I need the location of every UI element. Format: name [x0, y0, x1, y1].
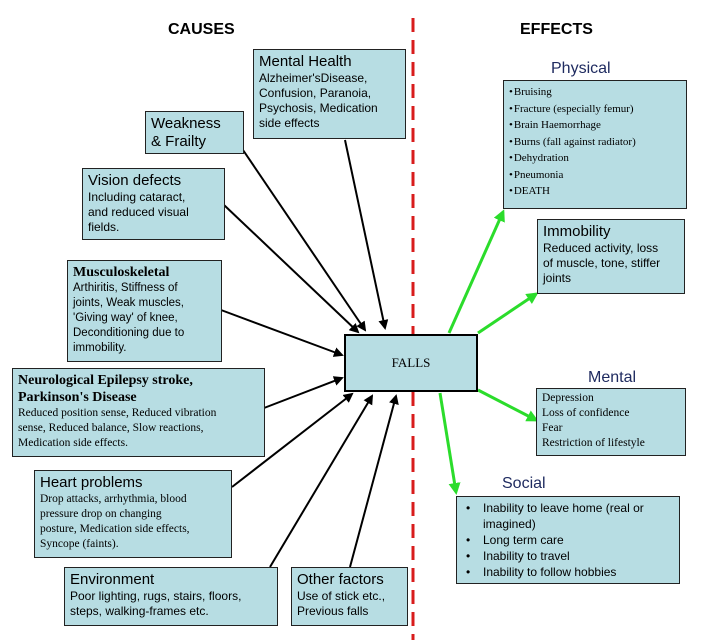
effect-social: Inability to leave home (real or imagine…: [456, 496, 680, 584]
cause-title: Heart problems: [40, 474, 143, 491]
cause-line: Including cataract,: [88, 190, 186, 204]
arrow-mental: [477, 388, 539, 422]
cause-line: fields.: [88, 220, 120, 234]
effect-arrows: [438, 209, 539, 495]
arrow-heart: [231, 392, 354, 488]
falls-box: FALLS: [344, 334, 478, 392]
cause-title: Neurological Epilepsy stroke,: [18, 373, 193, 388]
cause-title: Parkinson's Disease: [18, 390, 137, 405]
effect-line: of muscle, tone, stiffer: [543, 256, 661, 270]
cause-title: Mental Health: [259, 53, 352, 70]
cause-mental-health: Mental Health Alzheimer'sDisease, Confus…: [253, 49, 406, 139]
effect-label-mental: Mental: [588, 369, 637, 386]
effect-item: Fracture (especially femur): [509, 101, 681, 118]
cause-line: Medication side effects.: [18, 437, 128, 449]
cause-line: Confusion, Paranoia,: [259, 86, 372, 100]
cause-title: Vision defects: [88, 172, 182, 189]
arrow-neurological: [263, 376, 344, 409]
cause-neurological: Neurological Epilepsy stroke, Parkinson'…: [12, 368, 265, 457]
cause-title: Other factors: [297, 571, 384, 588]
cause-line: Syncope (faints).: [40, 538, 119, 550]
effect-item: Restriction of lifestyle: [542, 437, 645, 449]
arrow-other: [349, 394, 399, 568]
cause-line: posture, Medication side effects,: [40, 523, 190, 535]
cause-line: joints, Weak muscles,: [73, 297, 184, 309]
cause-vision: Vision defects Including cataract, and r…: [82, 168, 225, 240]
cause-line: sense, Reduced balance, Slow reactions,: [18, 422, 204, 434]
cause-line: pressure drop on changing: [40, 508, 162, 520]
cause-title: Environment: [70, 571, 155, 588]
arrow-social: [438, 392, 461, 495]
arrow-mental-health: [344, 139, 389, 330]
effect-physical: Bruising Fracture (especially femur) Bra…: [503, 80, 687, 209]
cause-weakness: Weakness & Frailty: [145, 111, 244, 154]
cause-line: steps, walking-frames etc.: [70, 604, 209, 618]
cause-other: Other factors Use of stick etc., Previou…: [291, 567, 408, 626]
cause-title: & Frailty: [151, 133, 207, 150]
cause-line: Poor lighting, rugs, stairs, floors,: [70, 589, 242, 603]
cause-environment: Environment Poor lighting, rugs, stairs,…: [64, 567, 278, 626]
effect-item: Depression: [542, 392, 594, 404]
cause-line: Previous falls: [297, 604, 369, 618]
effect-line: joints: [543, 271, 572, 285]
effect-item: Pneumonia: [509, 167, 681, 184]
cause-line: Alzheimer'sDisease,: [259, 71, 368, 85]
cause-line: Psychosis, Medication: [259, 101, 378, 115]
arrow-immobility: [477, 292, 539, 335]
effect-item: Loss of confidence: [542, 407, 630, 419]
cause-line: Use of stick etc.,: [297, 589, 386, 603]
cause-line: Deconditioning due to: [73, 327, 185, 339]
effect-item: Fear: [542, 422, 563, 434]
cause-line: Drop attacks, arrhythmia, blood: [40, 493, 187, 505]
effect-item: DEATH: [509, 183, 681, 200]
effect-mental: Depression Loss of confidence Fear Restr…: [536, 388, 686, 456]
effect-item: Bruising: [509, 84, 681, 101]
effect-label-physical: Physical: [551, 60, 611, 77]
effect-immobility: Immobility Reduced activity, loss of mus…: [537, 219, 685, 294]
cause-title: Musculoskeletal: [73, 265, 170, 280]
arrow-musculoskeletal: [220, 309, 344, 357]
cause-line: immobility.: [73, 342, 127, 354]
arrow-vision: [223, 204, 360, 334]
arrow-physical: [447, 209, 505, 334]
effect-label-social: Social: [502, 475, 546, 492]
cause-line: Reduced position sense, Reduced vibratio…: [18, 407, 217, 419]
cause-line: and reduced visual: [88, 205, 189, 219]
effect-item: Long term care: [459, 532, 677, 548]
effects-header: EFFECTS: [520, 21, 593, 38]
cause-musculoskeletal: Musculoskeletal Arthiritis, Stiffness of…: [67, 260, 222, 362]
cause-line: Arthiritis, Stiffness of: [73, 282, 178, 294]
cause-title: Weakness: [151, 115, 221, 132]
effect-title: Immobility: [543, 223, 611, 240]
effect-item: Inability to leave home (real or: [459, 500, 677, 516]
cause-line: side effects: [259, 116, 320, 130]
effect-item: Brain Haemorrhage: [509, 117, 681, 134]
effect-item: Burns (fall against radiator): [509, 134, 681, 151]
effect-item: Inability to follow hobbies: [459, 564, 677, 580]
cause-arrows: [220, 139, 399, 568]
cause-heart: Heart problems Drop attacks, arrhythmia,…: [34, 470, 232, 558]
cause-line: 'Giving way' of knee,: [73, 312, 178, 324]
causes-header: CAUSES: [168, 21, 235, 38]
arrow-environment: [269, 394, 374, 568]
effect-item: Dehydration: [509, 150, 681, 167]
effect-line: Reduced activity, loss: [543, 241, 659, 255]
effect-item: Inability to travel: [459, 548, 677, 564]
arrow-weakness: [242, 149, 367, 332]
effect-item-continuation: imagined): [483, 517, 536, 531]
